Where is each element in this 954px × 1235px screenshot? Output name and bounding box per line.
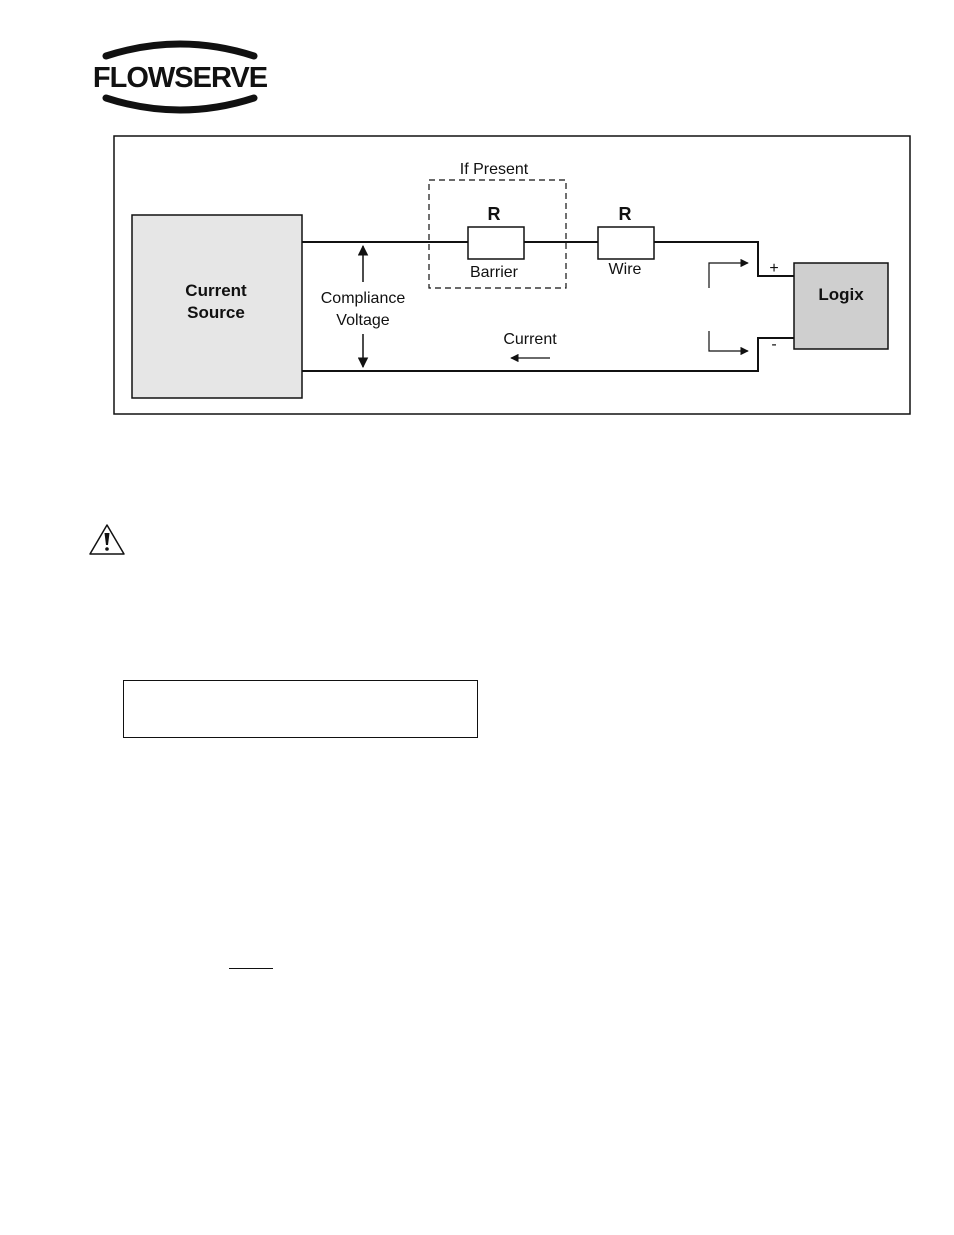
minus-terminal-arrow — [708, 331, 749, 356]
barrier-resistor — [467, 226, 525, 260]
wire-resistor — [597, 226, 655, 260]
formula-box — [123, 680, 478, 738]
bottom-wire — [302, 337, 794, 372]
logo-text: FLOWSERVE — [93, 62, 268, 94]
diagram-frame — [113, 135, 911, 415]
top-wire-3 — [654, 241, 794, 277]
if-present-box — [428, 179, 567, 289]
compliance-label-1: Compliance — [321, 290, 406, 307]
current-source-block — [131, 214, 303, 399]
wiring-diagram: Current Source If Present R Barrier R Wi… — [113, 135, 911, 415]
compliance-label-2: Voltage — [336, 312, 389, 329]
minus-label: - — [771, 336, 776, 353]
current-label: Current — [503, 331, 557, 348]
plus-terminal-arrow — [708, 258, 749, 288]
logix-block — [793, 262, 889, 350]
warning-triangle-icon — [89, 524, 125, 555]
fraction-bar — [229, 968, 273, 969]
flowserve-logo: FLOWSERVE — [93, 40, 269, 114]
barrier-r-label: R — [488, 204, 501, 224]
if-present-label: If Present — [460, 161, 529, 178]
plus-label: + — [769, 260, 778, 277]
current-source-label-2: Source — [187, 303, 245, 322]
barrier-label: Barrier — [470, 264, 519, 281]
wire-label: Wire — [609, 261, 642, 278]
wire-r-label: R — [619, 204, 632, 224]
current-source-label-1: Current — [185, 281, 247, 300]
logix-label: Logix — [818, 285, 864, 304]
